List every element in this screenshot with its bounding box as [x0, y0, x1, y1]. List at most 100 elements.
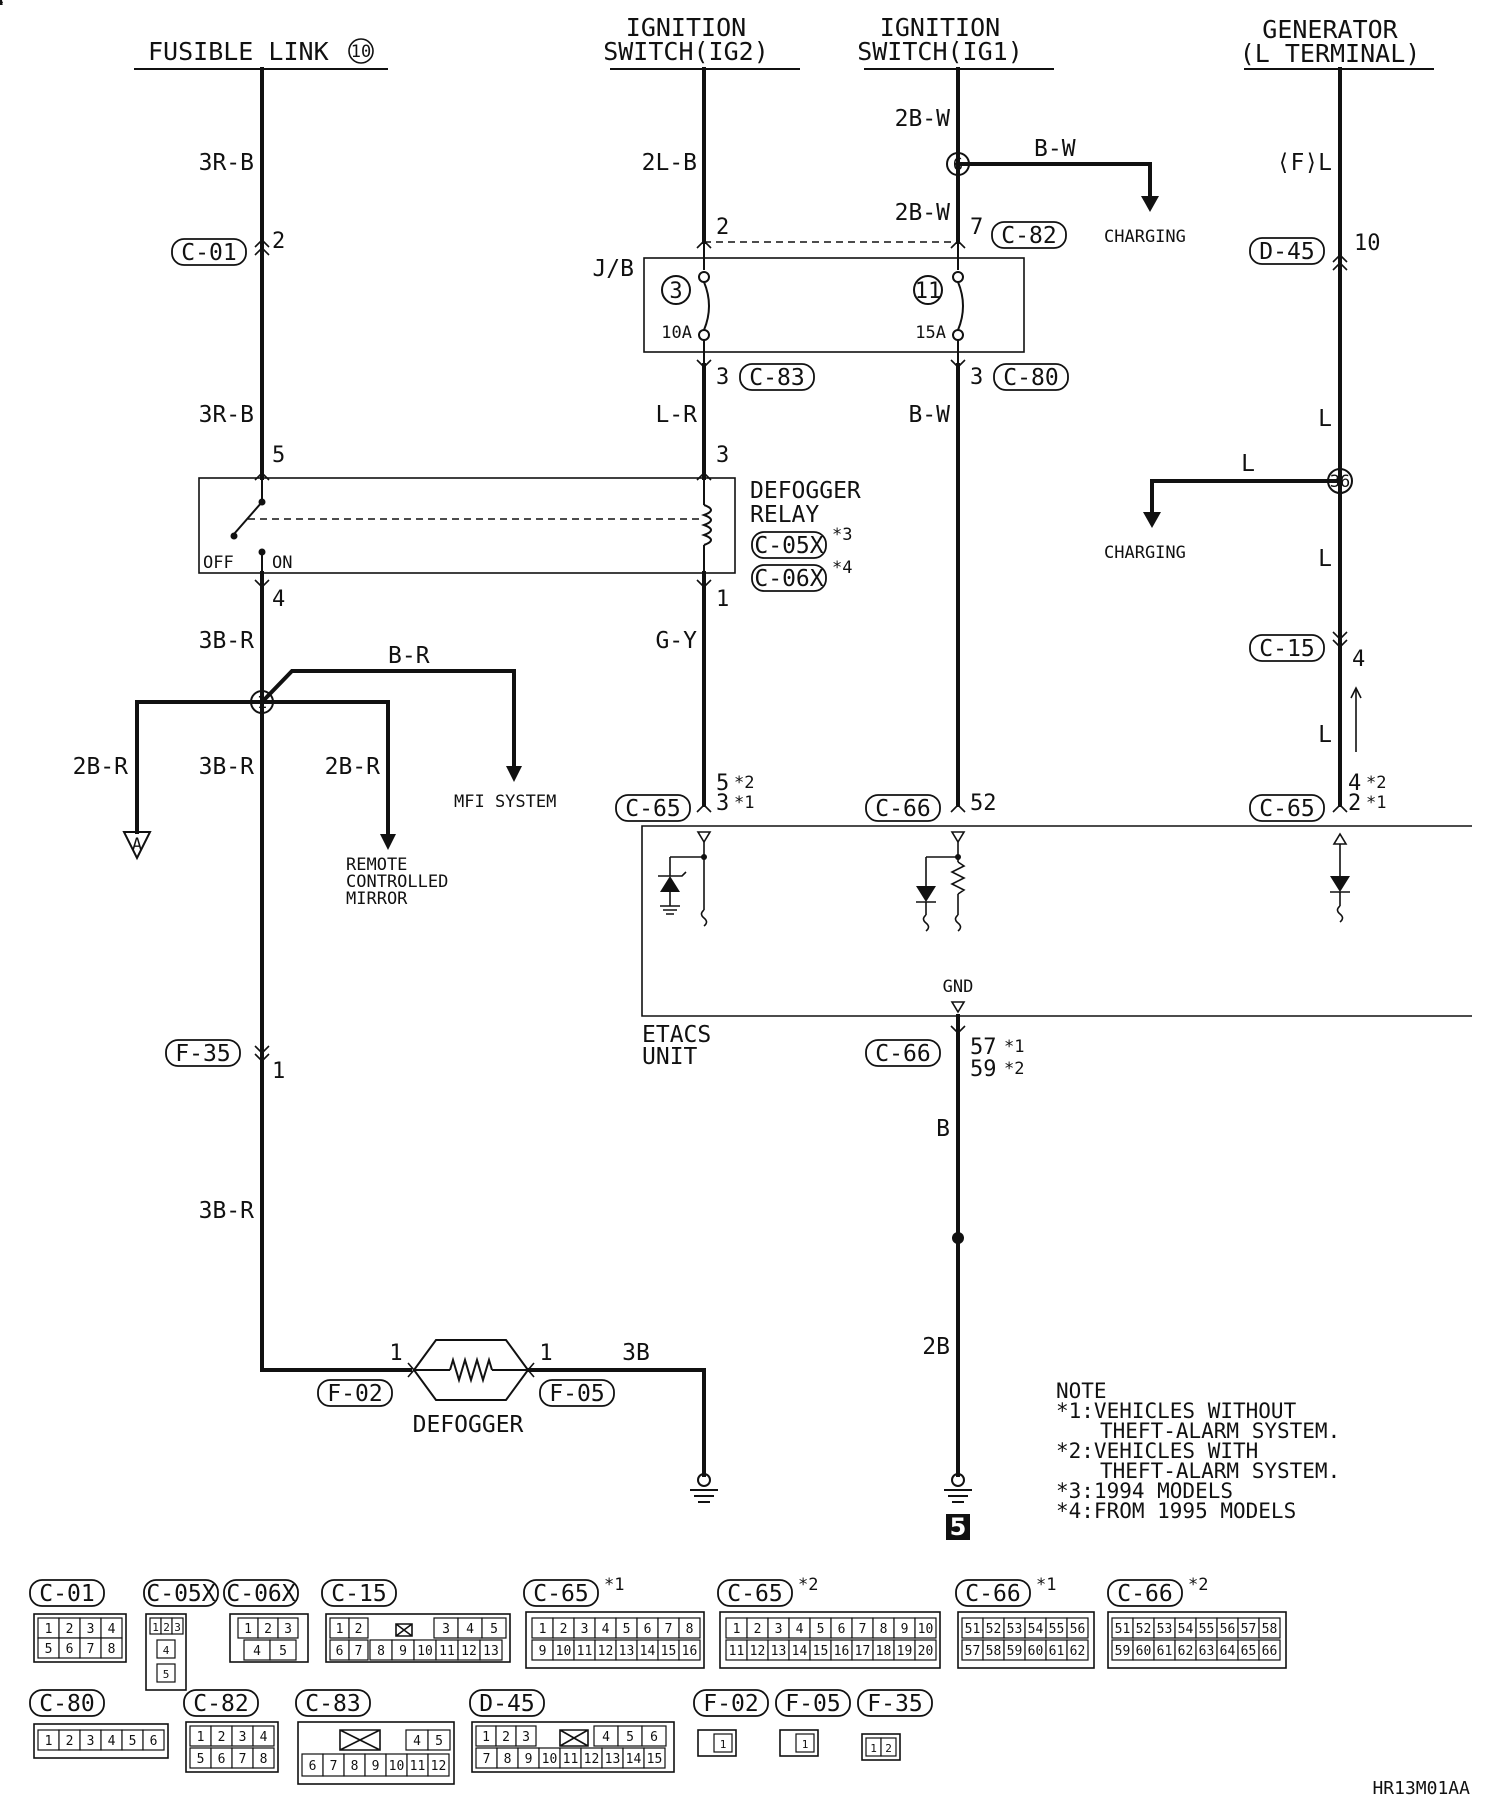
- connector-f35: F-35: [175, 1041, 230, 1067]
- legend-cell-d45_r1b-5: 5: [626, 1730, 634, 1745]
- legend-cell-c01_cells__b-8: 8: [108, 1642, 116, 1657]
- legend-cell-c65_2_r1-9: 9: [901, 1622, 909, 1637]
- legend-cell-c65_2_r1-4: 4: [796, 1622, 804, 1637]
- legend-cell-c05x_b-4: 4: [163, 1644, 170, 1657]
- legend-cell-c05x_cells-2: 2: [0, 0, 3, 8]
- pin-relay-4: 4: [272, 587, 285, 612]
- legend-cell-c65_1_r1-2: 2: [560, 1622, 568, 1637]
- pin-d45: 10: [1354, 231, 1381, 256]
- legend-cell-c65_2_r2-12: 12: [750, 1644, 766, 1659]
- fuse-3-rating: 10A: [661, 323, 692, 343]
- legend-label-c15: C-15: [331, 1581, 386, 1607]
- legend-cell-c65_1_r2-11: 11: [577, 1644, 593, 1659]
- legend-cell-c15_r1b-5: 5: [490, 1622, 498, 1637]
- legend-label-c83: C-83: [305, 1691, 360, 1717]
- legend-label-c06x: C-06X: [226, 1581, 295, 1607]
- legend-cell-c65_2_r2-16: 16: [834, 1644, 850, 1659]
- relay-on-label: ON: [272, 553, 292, 573]
- fuse-11-number: 11: [915, 279, 942, 304]
- legend-cell-box: [252, 1725, 275, 1747]
- legend-cell-d45_r2-12: 12: [584, 1752, 600, 1767]
- pin-c65a-1-suffix: *2: [734, 773, 754, 793]
- legend-cell-box: [643, 1747, 666, 1769]
- legend-cell-c66_1_r1-56: 56: [1070, 1622, 1086, 1637]
- legend-cell-d45_r1a-2: 2: [502, 1730, 510, 1745]
- legend-cell-c80_cells-5: 5: [129, 1734, 137, 1749]
- legend-cell-c05x_a-1: 1: [152, 1621, 159, 1634]
- legend-cell-c15_r2b-8: 8: [377, 1644, 385, 1659]
- splice-1-label: 1: [257, 693, 267, 713]
- legend-cell-c65_1_r1-7: 7: [665, 1622, 673, 1637]
- wire-label-2b: 2B: [922, 1334, 950, 1360]
- legend-cell-c05x_a-2: 2: [163, 1621, 170, 1634]
- wire-label-2br-b: 2B-R: [325, 754, 381, 780]
- defogger-label: DEFOGGER: [413, 1412, 524, 1438]
- wire-label-fl: ⟨F⟩L: [1277, 150, 1332, 176]
- legend-cell-box: [678, 1639, 701, 1661]
- legend-label-c66-1: C-66: [965, 1581, 1020, 1607]
- suffix-c05x: *3: [832, 525, 852, 545]
- legend-cell-c66_1_r1-51: 51: [965, 1622, 981, 1637]
- legend-cell-c66_1_r1-52: 52: [986, 1622, 1002, 1637]
- legend-cell-d45_r2-14: 14: [626, 1752, 642, 1767]
- pin-c80: 3: [970, 365, 983, 390]
- note-3: *3:1994 MODELS: [1056, 1479, 1233, 1503]
- pin-gnd-1: 57: [970, 1035, 997, 1060]
- legend-cell-c66_1_r1-55: 55: [1049, 1622, 1065, 1637]
- circuit-fusible-link: 3R-B C-01 2 3R-B 5: [171, 67, 285, 481]
- note-2a: *2:VEHICLES WITH: [1056, 1439, 1258, 1463]
- defogger-heater: DEFOGGER: [413, 1339, 530, 1438]
- legend-cell-c15_r1a-1: 1: [336, 1622, 344, 1637]
- legend-cell-c65_1_r1-1: 1: [539, 1622, 547, 1637]
- legend-cell-c15_r2b-10: 10: [417, 1644, 433, 1659]
- legend-cell-c82_r1-4: 4: [260, 1730, 268, 1745]
- dest-mirror-3: MIRROR: [346, 889, 408, 909]
- pin-c65a-2-suffix: *1: [734, 793, 754, 813]
- legend-cell-c66_1_r2-58: 58: [986, 1644, 1002, 1659]
- legend-cell-box: [142, 1729, 165, 1751]
- pin-c65b-2-suffix: *1: [1366, 793, 1386, 813]
- legend-cell-c05x_cells-5: 5: [0, 0, 3, 8]
- pin-c65b-1-suffix: *2: [1366, 773, 1386, 793]
- legend-cell-box: [427, 1729, 451, 1751]
- legend-cell-c83_r2-10: 10: [389, 1759, 405, 1774]
- note-4: *4:FROM 1995 MODELS: [1056, 1499, 1296, 1523]
- wire-label-lr: L-R: [655, 402, 697, 428]
- etacs-label-line1: ETACS: [642, 1022, 711, 1048]
- circuit-defogger-feed: 4 3B-R A 2B-R 2B-R REMOTE CONTROLLED MIR…: [73, 571, 556, 1407]
- legend-cell-c66_1_r1-53: 53: [1007, 1622, 1023, 1637]
- legend-cell-c66_2_r1-57: 57: [1241, 1622, 1257, 1637]
- legend-cell-c06x_a-1: 1: [244, 1622, 252, 1637]
- generator-label-line1: GENERATOR: [1262, 15, 1398, 44]
- ig1-label-line1: IGNITION: [880, 13, 1000, 42]
- splice-6-label: 6: [953, 155, 963, 175]
- legend-cell-c66_1_r2-60: 60: [1028, 1644, 1044, 1659]
- ig1-label-line2: SWITCH(IG1): [857, 37, 1023, 66]
- legend-cell-c65_2_r1-1: 1: [733, 1622, 741, 1637]
- legend-cell-c83_r2-6: 6: [309, 1759, 317, 1774]
- fuse-11-rating: 15A: [915, 323, 946, 343]
- wire-label-2bw-a: 2B-W: [895, 106, 951, 132]
- legend-cell-c65_2_r1-5: 5: [817, 1622, 825, 1637]
- pin-c82: 7: [970, 215, 983, 240]
- legend-cell-c65_2_r1-7: 7: [859, 1622, 867, 1637]
- legend-cell-c01_cells__b-6: 6: [66, 1642, 74, 1657]
- title-ignition-ig2: IGNITION SWITCH(IG2): [603, 13, 800, 70]
- pin-gnd-2-suffix: *2: [1004, 1059, 1024, 1079]
- legend-cell-c01_cells__b-7: 7: [87, 1642, 95, 1657]
- legend-cell-c15_r2b-11: 11: [439, 1644, 455, 1659]
- wire-label-bw-h: B-W: [1034, 136, 1076, 162]
- legend-cell-c65_2_r2-15: 15: [813, 1644, 829, 1659]
- legend-label-c65-2: C-65: [727, 1581, 782, 1607]
- legend-cell-c65_2_r2-13: 13: [771, 1644, 787, 1659]
- legend-cell-box: [1066, 1639, 1089, 1661]
- etacs-unit: ETACS UNIT GND: [641, 825, 1472, 1070]
- legend-suffix-c66-1: *1: [1036, 1575, 1056, 1595]
- notes: NOTE *1:VEHICLES WITHOUT THEFT-ALARM SYS…: [1056, 1379, 1340, 1523]
- legend-cell-c65_2_r2-20: 20: [918, 1644, 934, 1659]
- legend-cell-c65_1_r1-4: 4: [602, 1622, 610, 1637]
- note-title: NOTE: [1056, 1379, 1107, 1403]
- legend-cell-c65_1_r2-14: 14: [640, 1644, 656, 1659]
- fusible-link-label: FUSIBLE LINK: [148, 37, 329, 66]
- legend-cell-c65_1_r2-12: 12: [598, 1644, 614, 1659]
